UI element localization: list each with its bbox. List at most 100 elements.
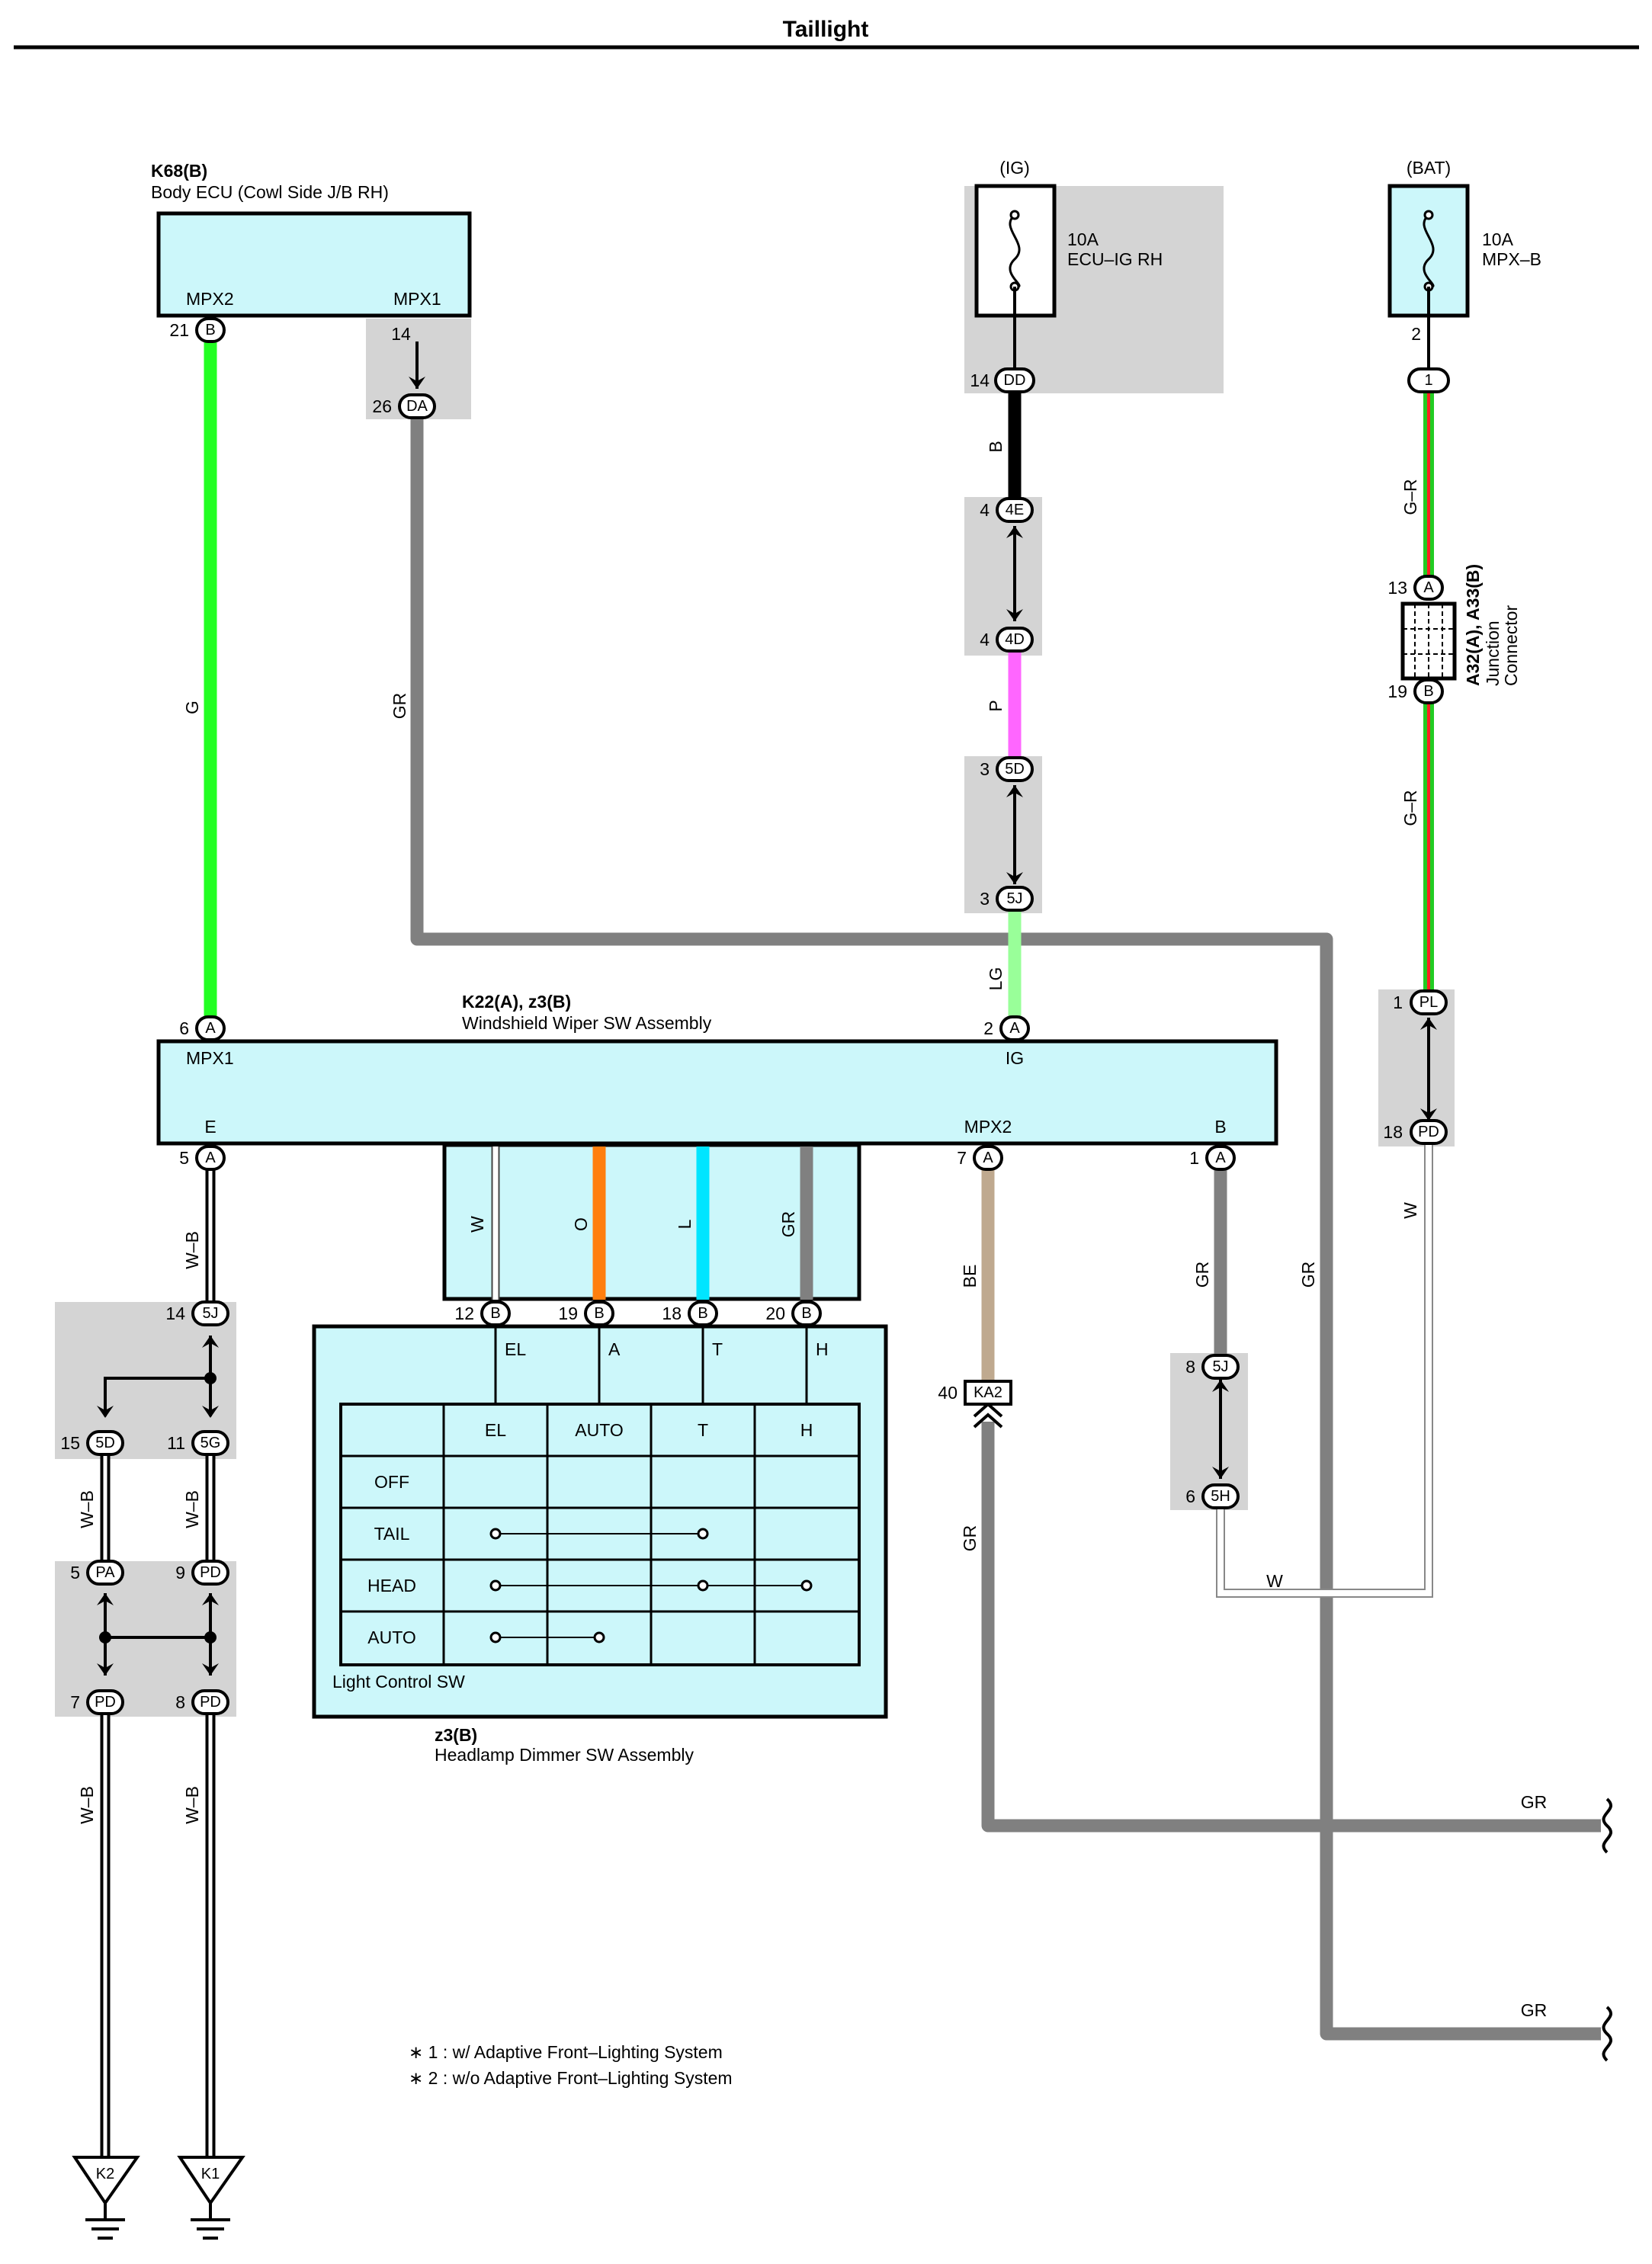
wire-label-w-b-4: W–B — [77, 1786, 97, 1824]
svg-text:A: A — [1215, 1150, 1226, 1166]
connector-4e: 4E 4 — [980, 497, 1034, 523]
svg-text:4: 4 — [980, 500, 990, 520]
svg-text:5J: 5J — [1212, 1358, 1228, 1375]
note-1: ∗ 1 : w/ Adaptive Front–Lighting System — [409, 2042, 723, 2062]
connector-13a: A 13 — [1387, 575, 1444, 601]
svg-text:5J: 5J — [202, 1305, 218, 1322]
wire-label-gr-out-1: GR — [1521, 1792, 1548, 1812]
svg-text:PD: PD — [1418, 1124, 1439, 1140]
connector-5j-3: 5J 3 — [980, 886, 1034, 912]
continuity-auto — [489, 1631, 605, 1643]
body-ecu-name: Body ECU (Cowl Side J/B RH) — [151, 182, 389, 202]
svg-text:K2: K2 — [96, 2166, 114, 2182]
svg-text:5: 5 — [70, 1563, 80, 1583]
connector-1: 1 — [1407, 367, 1450, 393]
wire-w-b-main — [100, 1170, 216, 2157]
connector-pa-5: PA 5 — [70, 1560, 124, 1586]
svg-text:2: 2 — [983, 1018, 993, 1038]
connector-5h-6: 5H 6 — [1185, 1483, 1240, 1509]
bat-fuse-terminal-top — [1423, 210, 1434, 220]
junction-id: A32(A), A33(B) — [1463, 564, 1483, 686]
svg-text:8: 8 — [1185, 1357, 1195, 1377]
wiper-pin-mpx2: MPX2 — [964, 1117, 1012, 1137]
ground-k1: K1 — [177, 2156, 245, 2240]
svg-text:40: 40 — [938, 1383, 958, 1403]
body-ecu-pin-mpx2: MPX2 — [186, 289, 234, 309]
svg-text:B: B — [205, 322, 215, 338]
svg-text:14: 14 — [970, 370, 990, 390]
ig-fuse-rating: 10A — [1067, 229, 1099, 249]
connector-pd-7: PD 7 — [70, 1689, 124, 1715]
table-header-auto: AUTO — [575, 1420, 623, 1440]
svg-text:4D: 4D — [1005, 631, 1025, 648]
wire-w-right — [1216, 1143, 1433, 1598]
connector-7a: A 7 — [957, 1145, 1003, 1171]
table-row-off: OFF — [374, 1472, 409, 1492]
note-2: ∗ 2 : w/o Adaptive Front–Lighting System — [409, 2068, 733, 2088]
diagram-title: Taillight — [783, 17, 869, 42]
wire-label-w-right: W — [1400, 1202, 1420, 1219]
svg-text:B: B — [801, 1305, 811, 1322]
junction-name-1: Junction — [1483, 621, 1503, 686]
connector-19b: B 19 — [558, 1300, 614, 1326]
body-ecu-pin-mpx1: MPX1 — [393, 289, 441, 309]
svg-text:3: 3 — [980, 759, 990, 779]
svg-text:PD: PD — [200, 1564, 221, 1581]
svg-text:A: A — [983, 1150, 993, 1166]
wire-label-lg: LG — [986, 967, 1006, 991]
continuity-head — [489, 1579, 813, 1592]
connector-19b-junction: B 19 — [1387, 678, 1444, 704]
wiper-pin-e: E — [204, 1117, 216, 1137]
svg-text:5: 5 — [179, 1148, 189, 1168]
wire-gr-mpx1 — [410, 418, 1601, 2041]
break-mark-2 — [1602, 2006, 1612, 2062]
svg-text:A: A — [205, 1020, 216, 1037]
svg-text:21: 21 — [169, 320, 189, 340]
connector-2a: A 2 — [983, 1015, 1030, 1041]
wiper-pin-mpx1: MPX1 — [186, 1048, 234, 1068]
svg-text:DA: DA — [406, 398, 428, 415]
ig-fuse-name: ECU–IG RH — [1067, 249, 1163, 269]
continuity-tail — [489, 1528, 709, 1540]
junction-label: A32(A), A33(B) Junction Connector — [1463, 564, 1521, 686]
table-header-t: T — [698, 1420, 708, 1440]
wire-label-gr-ka2: GR — [960, 1525, 980, 1552]
wiper-sw-box — [156, 1039, 1278, 1146]
svg-text:20: 20 — [765, 1304, 785, 1323]
shade-pl-pd — [1378, 989, 1455, 1146]
dimmer-sw-name: Headlamp Dimmer SW Assembly — [435, 1745, 694, 1765]
svg-text:5D: 5D — [1005, 761, 1025, 778]
bat-fuse-name: MPX–B — [1482, 249, 1541, 269]
light-control-sw-label: Light Control SW — [332, 1672, 465, 1692]
ig-source-label: (IG) — [999, 158, 1030, 178]
wire-label-g-r-top: G–R — [1400, 479, 1420, 515]
wire-label-g-r-bottom: G–R — [1400, 790, 1420, 826]
wire-label-b: B — [986, 441, 1006, 452]
svg-text:A: A — [205, 1150, 216, 1166]
connector-5a: A 5 — [179, 1145, 226, 1171]
shade-5j-5h — [1170, 1353, 1248, 1510]
table-row-tail: TAIL — [374, 1524, 410, 1544]
body-ecu-id: K68(B) — [151, 161, 207, 181]
ig-fuse-terminal-top — [1009, 210, 1020, 220]
svg-text:4E: 4E — [1006, 502, 1024, 518]
connector-ka2-40: KA2 40 — [938, 1380, 1012, 1406]
connector-4d: 4D 4 — [980, 627, 1034, 653]
connector-14dd: DD 14 — [970, 367, 1035, 393]
svg-text:5G: 5G — [200, 1435, 221, 1451]
svg-text:A: A — [1423, 579, 1434, 596]
svg-text:B: B — [1423, 683, 1433, 700]
svg-text:11: 11 — [167, 1433, 185, 1453]
ground-k2: K2 — [72, 2156, 140, 2240]
connector-6a: A 6 — [179, 1015, 226, 1041]
body-ecu-box — [156, 211, 472, 318]
svg-text:6: 6 — [1185, 1486, 1195, 1506]
wire-label-gr-1: GR — [390, 693, 409, 720]
svg-text:26: 26 — [372, 396, 392, 416]
wire-label-w-b-1: W–B — [182, 1231, 202, 1269]
svg-text:5H: 5H — [1211, 1488, 1230, 1505]
svg-text:13: 13 — [1387, 578, 1407, 598]
dimmer-sw-id: z3(B) — [435, 1725, 477, 1745]
wire-label-gr-b: GR — [1192, 1262, 1212, 1288]
svg-text:18: 18 — [1383, 1122, 1403, 1142]
